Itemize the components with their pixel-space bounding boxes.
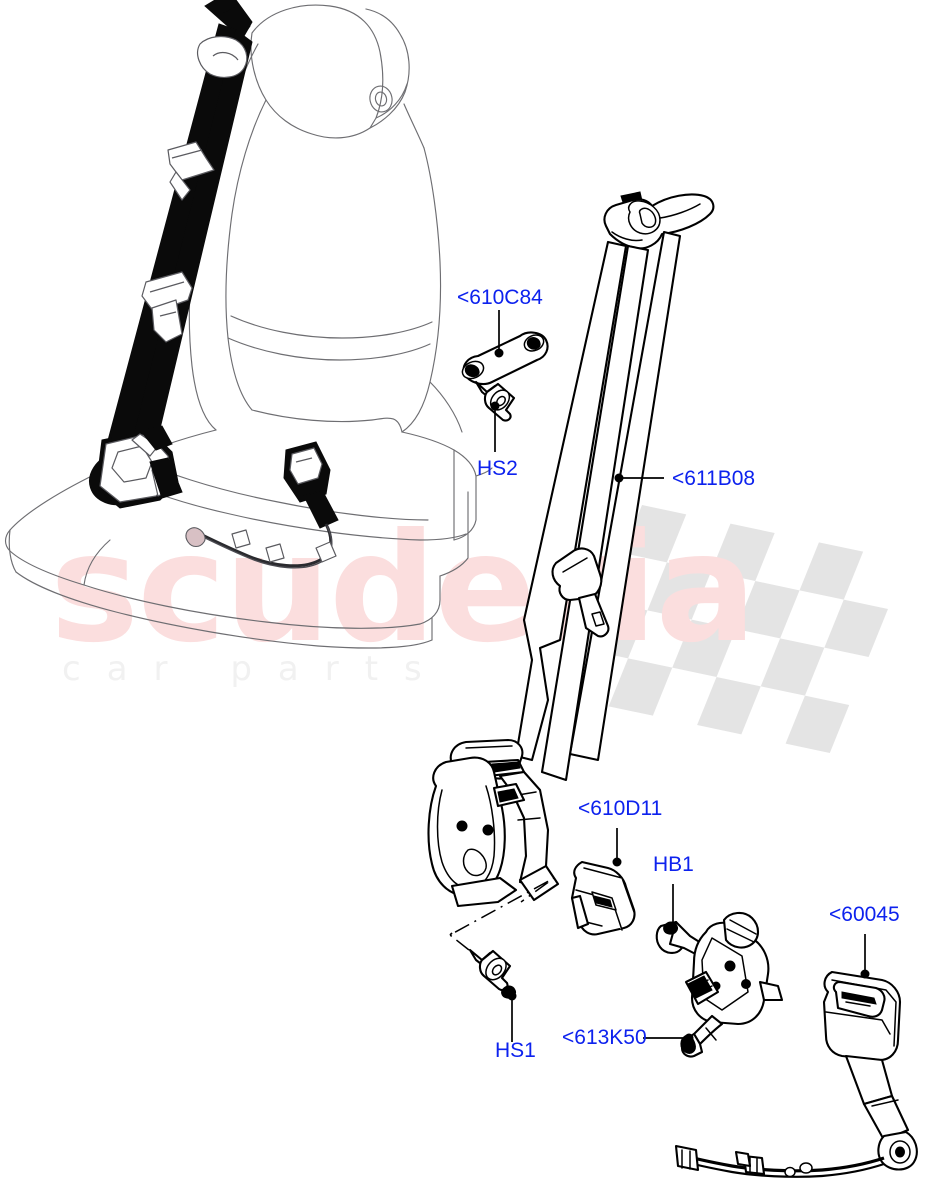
callout-label-HS2[interactable]: HS2 xyxy=(477,457,518,480)
watermark-secondary: car parts xyxy=(62,649,448,689)
front-seat-illustration xyxy=(4,4,493,649)
retractor-mounting-bolt xyxy=(468,948,516,999)
seat-belt-buckle-assembly xyxy=(674,970,918,1178)
assembly-guide-line xyxy=(449,932,453,936)
retractor-trim-cover xyxy=(570,860,636,936)
seat-belt-webbing-assembly xyxy=(514,191,715,782)
callout-label-HS1[interactable]: HS1 xyxy=(495,1039,536,1062)
assembly-dash-line xyxy=(448,877,555,951)
callout-leaders xyxy=(490,310,870,1043)
callout-label-HB1[interactable]: HB1 xyxy=(653,853,694,876)
retractor-assembly xyxy=(427,738,560,908)
installed-seat-belt xyxy=(89,0,339,569)
buckle-pretensioner xyxy=(655,911,784,1058)
callout-label-610C84[interactable]: <610C84 xyxy=(457,286,543,309)
callout-label-613K50[interactable]: <613K50 xyxy=(562,1026,647,1049)
callout-label-610D11[interactable]: <610D11 xyxy=(578,797,663,820)
belt-height-adjuster-link xyxy=(461,331,549,422)
callout-label-60045[interactable]: <60045 xyxy=(829,903,900,926)
callout-label-611B08[interactable]: <611B08 xyxy=(672,467,756,490)
